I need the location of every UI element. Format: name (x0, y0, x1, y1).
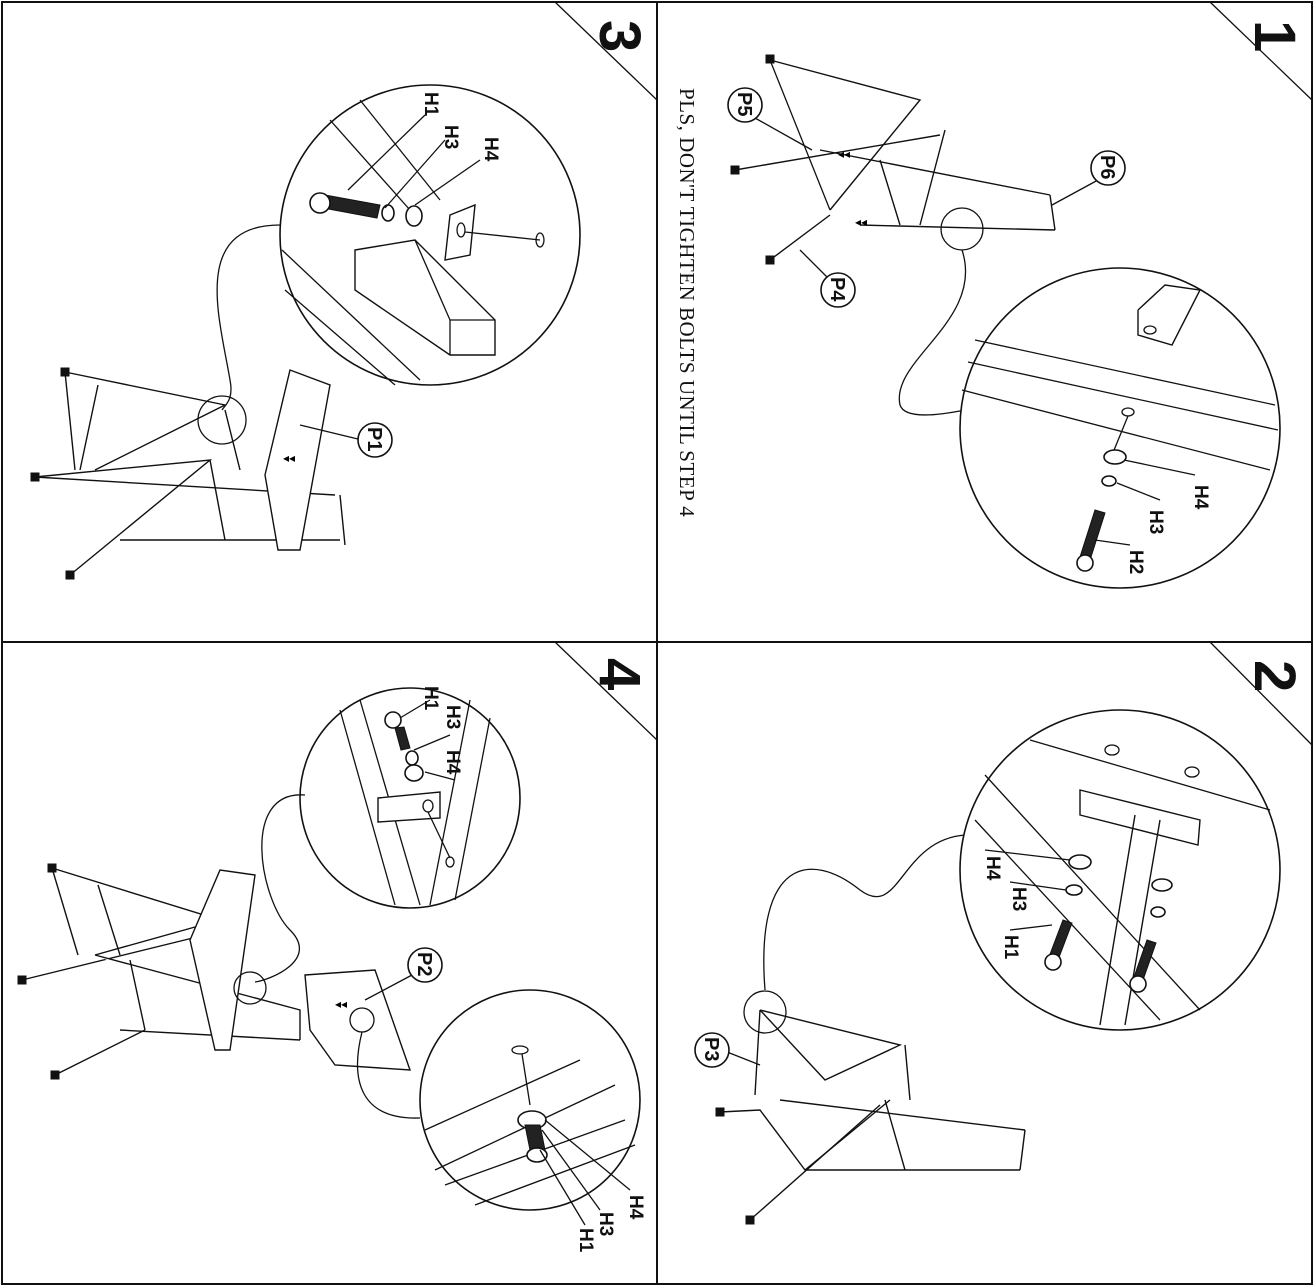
part-p3-callout (694, 1032, 730, 1068)
step-3-number: 3 (587, 20, 652, 52)
svg-text:◂◂: ◂◂ (855, 215, 867, 229)
part-p1-label: P1 (363, 427, 385, 451)
part-p2-callout (407, 947, 443, 983)
step-3-panel: 3 H1 H3 H4 (30, 1, 658, 580)
part-p4-callout (820, 272, 856, 308)
step-2-detail-circle (959, 709, 1281, 1031)
hw-h1-label-4b: H1 (575, 1228, 596, 1253)
step-2-panel: 2 P3 (694, 641, 1313, 1225)
part-p6-callout (1090, 150, 1126, 186)
step-3-detail-circle (279, 84, 581, 386)
svg-text:◂◂: ◂◂ (335, 997, 347, 1011)
part-p4-label: P4 (826, 277, 848, 302)
step-1-corner-line (1209, 1, 1313, 101)
step-4-corner-line (554, 641, 658, 741)
step-4-panel: 4 H1 H3 H4 (17, 641, 658, 1253)
step-4-detail-circle-bottom (419, 989, 641, 1211)
hw-h4-label: H4 (1190, 485, 1211, 510)
part-p3-label: P3 (700, 1037, 722, 1061)
part-p6-label: P6 (1096, 155, 1118, 179)
hw-h3-label-4b: H3 (595, 1212, 616, 1236)
step-1-detail-circle (959, 267, 1281, 589)
hw-h4-label-3: H4 (480, 137, 501, 162)
part-p5-callout (727, 87, 763, 123)
hw-h1-label-4a: H1 (420, 686, 441, 711)
svg-text:◂◂: ◂◂ (283, 451, 295, 465)
hw-h3-label: H3 (1145, 510, 1166, 534)
hw-h1-label-2: H1 (1000, 935, 1021, 960)
hw-h2-label: H2 (1125, 550, 1146, 574)
step-1-note: PLS, DON'T TIGHTEN BOLTS UNTIL STEP 4 (675, 88, 699, 517)
step-1-number: 1 (1242, 20, 1307, 52)
step-2-number: 2 (1242, 660, 1307, 692)
step-1-panel: 1 ◂◂ ◂◂ P5 P6 P4 PLS, (675, 1, 1313, 589)
hw-h3-label-2: H3 (1008, 887, 1029, 911)
part-p5-label: P5 (733, 92, 755, 116)
hw-h4-label-2: H4 (982, 856, 1003, 881)
step-4-number: 4 (587, 658, 652, 690)
step-2-corner-line (1209, 641, 1313, 746)
step-1-frame: ◂◂ ◂◂ (730, 54, 1056, 265)
part-p2-label: P2 (413, 952, 435, 976)
svg-text:◂◂: ◂◂ (838, 147, 850, 161)
step-3-frame: ◂◂ (30, 367, 346, 580)
hw-h3-label-4a: H3 (442, 705, 463, 729)
step-4-frame: ◂◂ (17, 863, 412, 1080)
step-3-corner-line (554, 1, 658, 101)
part-p1-callout (357, 422, 393, 458)
hw-h3-label-3: H3 (440, 125, 461, 149)
hw-h4-label-4b: H4 (625, 1195, 646, 1220)
step-2-frame (715, 990, 1026, 1225)
hw-h1-label-3: H1 (420, 92, 441, 117)
hw-h4-label-4a: H4 (442, 750, 463, 775)
